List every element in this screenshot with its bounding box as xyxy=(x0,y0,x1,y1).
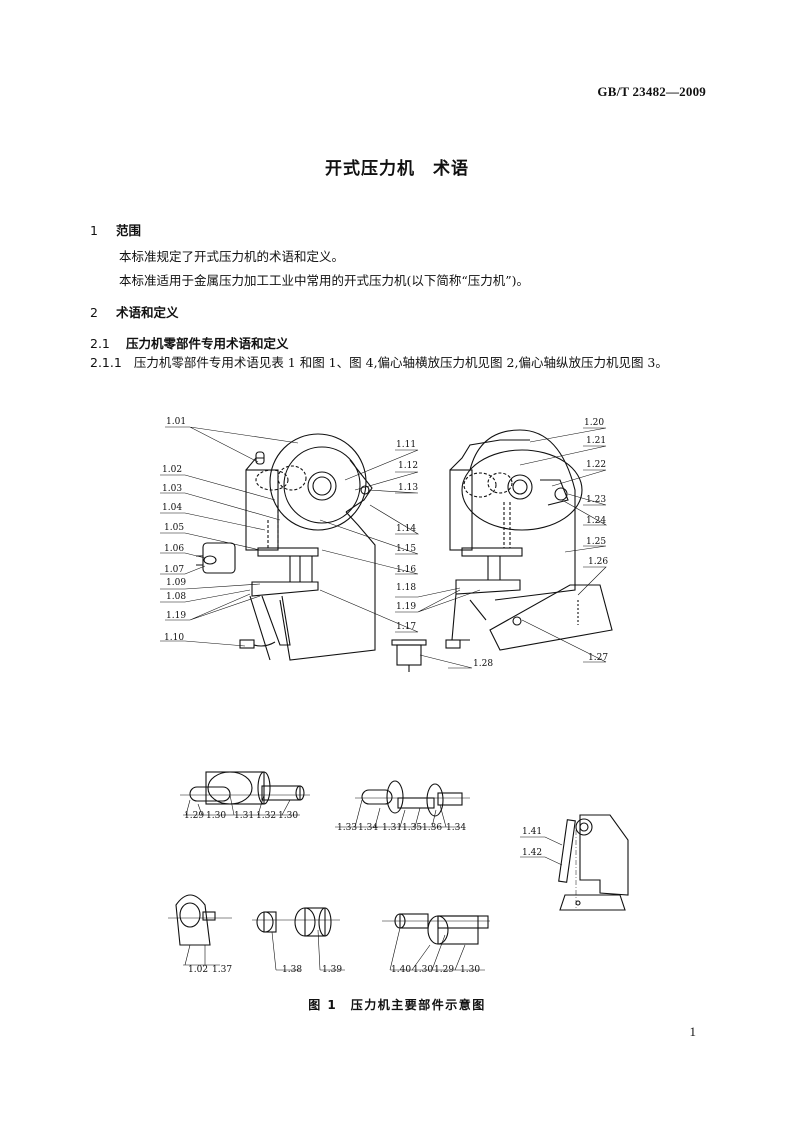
section-2-heading: 2 术语和定义 xyxy=(90,302,179,321)
clause-text: 压力机零部件专用术语见表 1 和图 1、图 4,偏心轴横放压力机见图 2,偏心轴… xyxy=(133,355,668,370)
label-1-16: 1.16 xyxy=(396,565,416,575)
label-1-35: 1.35 xyxy=(402,823,422,833)
standard-code: GB/T 23482—2009 xyxy=(597,84,706,99)
label-1-30-b: 1.30 xyxy=(278,811,298,821)
figure-labels: 1.01 1.02 1.03 1.04 1.05 1.06 1.07 1.09 … xyxy=(162,417,608,975)
label-1-02-b: 1.02 xyxy=(188,965,208,975)
label-1-28: 1.28 xyxy=(473,659,493,669)
label-1-08: 1.08 xyxy=(166,592,186,602)
label-1-31-b: 1.31 xyxy=(382,823,402,833)
section-1-paragraph-2: 本标准适用于金属压力加工工业中常用的开式压力机(以下简称“压力机”)。 xyxy=(119,273,530,288)
label-1-12: 1.12 xyxy=(398,461,418,471)
section-number: 1 xyxy=(90,223,98,238)
section-title: 范围 xyxy=(116,223,142,238)
bottom-parts-illustration xyxy=(168,894,490,971)
label-1-32: 1.32 xyxy=(256,811,276,821)
gib-guide-illustration xyxy=(520,814,629,911)
label-1-27: 1.27 xyxy=(588,653,608,663)
label-1-06: 1.06 xyxy=(164,544,184,554)
label-1-19-left: 1.19 xyxy=(166,611,186,621)
label-1-13: 1.13 xyxy=(398,483,418,493)
page-number: 1 xyxy=(689,1024,697,1039)
label-1-30: 1.30 xyxy=(206,811,226,821)
label-1-29-b: 1.29 xyxy=(434,965,454,975)
section-title: 术语和定义 xyxy=(116,305,179,320)
label-1-10: 1.10 xyxy=(164,633,184,643)
document-title: 开式压力机 术语 xyxy=(325,159,469,179)
label-1-18: 1.18 xyxy=(396,583,416,593)
label-1-20: 1.20 xyxy=(584,418,604,428)
label-1-11: 1.11 xyxy=(396,440,416,450)
label-1-42: 1.42 xyxy=(522,848,542,858)
label-1-40: 1.40 xyxy=(391,965,411,975)
section-1-heading: 1 范围 xyxy=(90,220,141,239)
label-1-41: 1.41 xyxy=(522,827,542,837)
label-1-39: 1.39 xyxy=(322,965,342,975)
label-1-07: 1.07 xyxy=(164,565,184,575)
eccentric-shaft-vertical-illustration xyxy=(335,780,470,828)
section-number: 2 xyxy=(90,305,98,320)
label-1-05: 1.05 xyxy=(164,523,184,533)
label-1-24: 1.24 xyxy=(586,516,606,526)
left-press-illustration xyxy=(196,433,376,661)
section-number: 2.1 xyxy=(90,336,110,351)
label-1-09: 1.09 xyxy=(166,578,186,588)
label-1-36: 1.36 xyxy=(422,823,442,833)
label-1-34: 1.34 xyxy=(358,823,378,833)
label-1-14: 1.14 xyxy=(396,524,416,534)
label-1-29: 1.29 xyxy=(184,811,204,821)
figure-caption: 图 1 压力机主要部件示意图 xyxy=(308,998,486,1012)
label-1-33: 1.33 xyxy=(337,823,357,833)
section-2-1-heading: 2.1 压力机零部件专用术语和定义 xyxy=(90,333,289,352)
right-press-illustration xyxy=(391,429,613,672)
label-1-26: 1.26 xyxy=(588,557,608,567)
label-1-15: 1.15 xyxy=(396,544,416,554)
eccentric-shaft-horizontal-illustration xyxy=(180,771,310,816)
label-1-02: 1.02 xyxy=(162,465,182,475)
section-1-paragraph-1: 本标准规定了开式压力机的术语和定义。 xyxy=(119,249,345,264)
label-1-30-c: 1.30 xyxy=(413,965,433,975)
section-title: 压力机零部件专用术语和定义 xyxy=(126,336,289,351)
label-1-19-right: 1.19 xyxy=(396,602,416,612)
label-1-37: 1.37 xyxy=(212,965,232,975)
label-1-21: 1.21 xyxy=(586,436,606,446)
label-1-22: 1.22 xyxy=(586,460,606,470)
leader-lines xyxy=(160,426,608,669)
label-1-25: 1.25 xyxy=(586,537,606,547)
clause-number: 2.1.1 xyxy=(90,355,122,370)
label-1-04: 1.04 xyxy=(162,503,182,513)
label-1-01: 1.01 xyxy=(166,417,186,427)
label-1-03: 1.03 xyxy=(162,484,182,494)
label-1-23: 1.23 xyxy=(586,495,606,505)
label-1-17: 1.17 xyxy=(396,622,416,632)
label-1-30-d: 1.30 xyxy=(460,965,480,975)
label-1-34-b: 1.34 xyxy=(446,823,466,833)
label-1-38: 1.38 xyxy=(282,965,302,975)
section-2-1-1-paragraph: 2.1.1 压力机零部件专用术语见表 1 和图 1、图 4,偏心轴横放压力机见图 … xyxy=(90,351,710,375)
label-1-31: 1.31 xyxy=(234,811,254,821)
